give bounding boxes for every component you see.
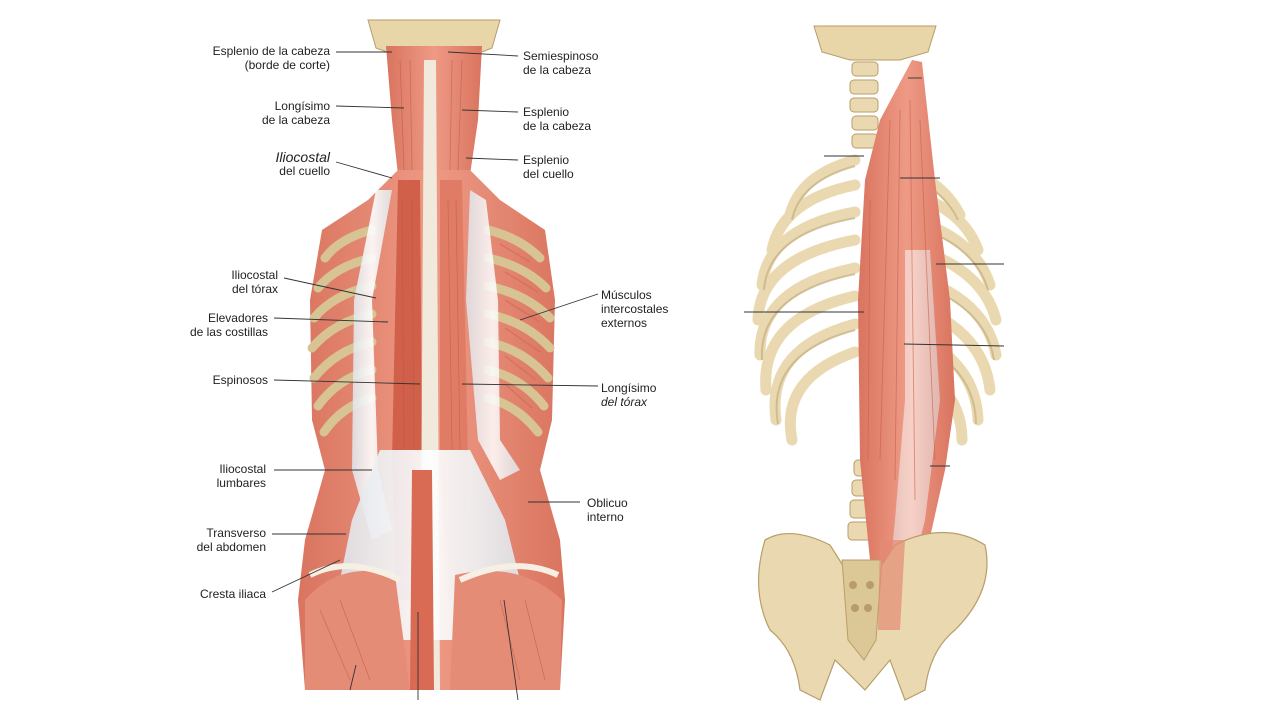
muscle-fibers-left [319, 59, 546, 681]
label-line: del cuello [279, 164, 330, 178]
lumbar-center-muscle [410, 470, 434, 690]
label-esplenio-cuello: Esplenio del cuello [523, 153, 683, 181]
iliac-crest-left-line [308, 563, 402, 583]
label-line: interno [587, 510, 624, 524]
label-line: (borde de corte) [244, 58, 330, 72]
label-line: Iliocostal [219, 462, 266, 476]
label-line: Esplenio [523, 153, 570, 167]
label-line: Elevadores [207, 311, 268, 325]
label-line: de las costillas [189, 325, 268, 339]
longissimus-right-band [466, 190, 520, 480]
erector-fibers [867, 99, 936, 501]
gluteal-left [305, 570, 410, 690]
label-line: intercostales [601, 302, 669, 316]
label-esplenio-cabeza-corte: Esplenio de la cabeza (borde de corte) [150, 44, 330, 72]
label-cresta-iliaca: Cresta iliaca [86, 587, 266, 601]
label-line: Longísimo [274, 99, 330, 113]
label-line: de la cabeza [523, 119, 592, 133]
label-elevadores-costillas: Elevadores de las costillas [88, 311, 268, 339]
label-line: del tórax [231, 282, 278, 296]
skull-base-right [813, 25, 937, 61]
label-line: externos [601, 316, 648, 330]
label-transverso-abdomen: Transverso del abdomen [86, 526, 266, 554]
label-line: Iliocostal [231, 268, 278, 282]
label-line: del tórax [601, 395, 648, 409]
intercostal-fibers [499, 243, 541, 409]
pelvis-muscle-strip [878, 540, 905, 630]
label-longisimo-torax: Longísimo del tórax [601, 381, 761, 409]
iliac-crest-right-line [458, 563, 560, 583]
label-iliocostal-lumbares: Iliocostal lumbares [86, 462, 266, 490]
label-line: Esplenio de la cabeza [212, 44, 330, 58]
label-espinosos: Espinosos [88, 373, 268, 387]
label-line: del cuello [523, 167, 574, 181]
back-muscles-view [298, 19, 565, 690]
label-musculos-intercostales: Músculos intercostales externos [601, 288, 761, 330]
label-line: Músculos [601, 288, 652, 302]
label-line: Cresta iliaca [199, 587, 266, 601]
label-iliocostal-torax: Iliocostal del tórax [98, 268, 278, 296]
label-semiespinoso-cabeza: Semiespinoso de la cabeza [523, 49, 683, 77]
leader-lines [271, 51, 1005, 701]
erector-spinae-tendon [885, 250, 940, 620]
label-line: Semiespinoso [523, 49, 599, 63]
label-esplenio-cabeza: Esplenio de la cabeza [523, 105, 683, 133]
label-line: Iliocostal [275, 149, 330, 165]
label-line: Esplenio [523, 105, 570, 119]
label-iliocostal-cuello: Iliocostal del cuello [150, 150, 330, 178]
skeleton-lateral-view [752, 25, 1002, 701]
label-line: lumbares [216, 476, 266, 490]
label-line: de la cabeza [523, 63, 592, 77]
label-line: Transverso [206, 526, 266, 540]
label-line: de la cabeza [261, 113, 330, 127]
label-line: Longísimo [601, 381, 657, 395]
iliocostal-left-band [352, 190, 392, 540]
label-line: Espinosos [212, 373, 268, 387]
label-line: del abdomen [196, 540, 266, 554]
gluteal-right [450, 570, 562, 690]
label-line: Oblicuo [587, 496, 628, 510]
label-longisimo-cabeza: Longísimo de la cabeza [150, 99, 330, 127]
label-oblicuo-interno: Oblicuo interno [587, 496, 747, 524]
